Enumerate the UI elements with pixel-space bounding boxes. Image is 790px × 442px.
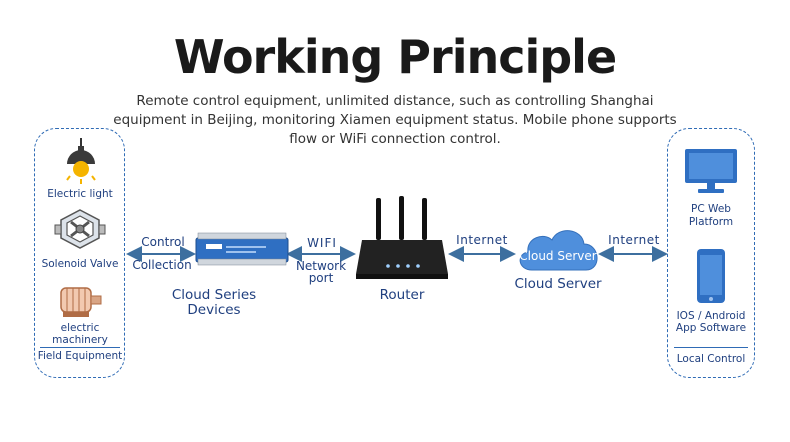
- devices-label-line1: Cloud Series: [171, 287, 257, 303]
- solenoid-valve-label: Solenoid Valve: [41, 258, 119, 270]
- pc-monitor-icon: [685, 149, 737, 193]
- electric-light-icon: [66, 138, 96, 184]
- internet-right-label: Internet: [608, 233, 660, 247]
- page-subtitle: Remote control equipment, unlimited dist…: [113, 93, 677, 147]
- cloud-server-label: Cloud Server: [514, 276, 602, 292]
- control-label: Control: [141, 235, 185, 249]
- router-label: Router: [379, 287, 425, 303]
- local-control-panel: [667, 128, 755, 378]
- local-control-label: Local Control: [676, 353, 746, 365]
- cloud-server-inner-label: Cloud Server: [519, 249, 597, 263]
- port-label: port: [308, 271, 334, 285]
- collection-label: Collection: [132, 258, 192, 272]
- page-title: Working Principle: [173, 30, 617, 84]
- electric-light-label: Electric light: [47, 188, 113, 200]
- solenoid-valve-icon: [54, 209, 106, 249]
- electric-machinery-icon: [60, 287, 102, 317]
- cloud-server-icon: [519, 230, 598, 271]
- wifi-label: WIFI: [307, 236, 337, 250]
- network-label: Network: [295, 259, 347, 273]
- field-equipment-panel: [34, 128, 125, 378]
- field-divider: [40, 347, 120, 348]
- local-divider: [674, 347, 748, 348]
- electric-machinery-label: electric machinery: [52, 322, 108, 346]
- internet-left-label: Internet: [456, 233, 508, 247]
- devices-label-line2: Devices: [187, 302, 241, 318]
- cloud-device-icon: [195, 232, 289, 266]
- app-label-line1: IOS / Android: [676, 310, 746, 322]
- app-label-line2: App Software: [675, 322, 747, 334]
- mobile-phone-icon: [697, 249, 725, 303]
- router-icon: [356, 196, 448, 279]
- pc-web-label-line1: PC Web: [691, 203, 731, 215]
- pc-web-label-line2: Platform: [688, 216, 734, 228]
- field-equipment-label: Field Equipment: [37, 350, 123, 362]
